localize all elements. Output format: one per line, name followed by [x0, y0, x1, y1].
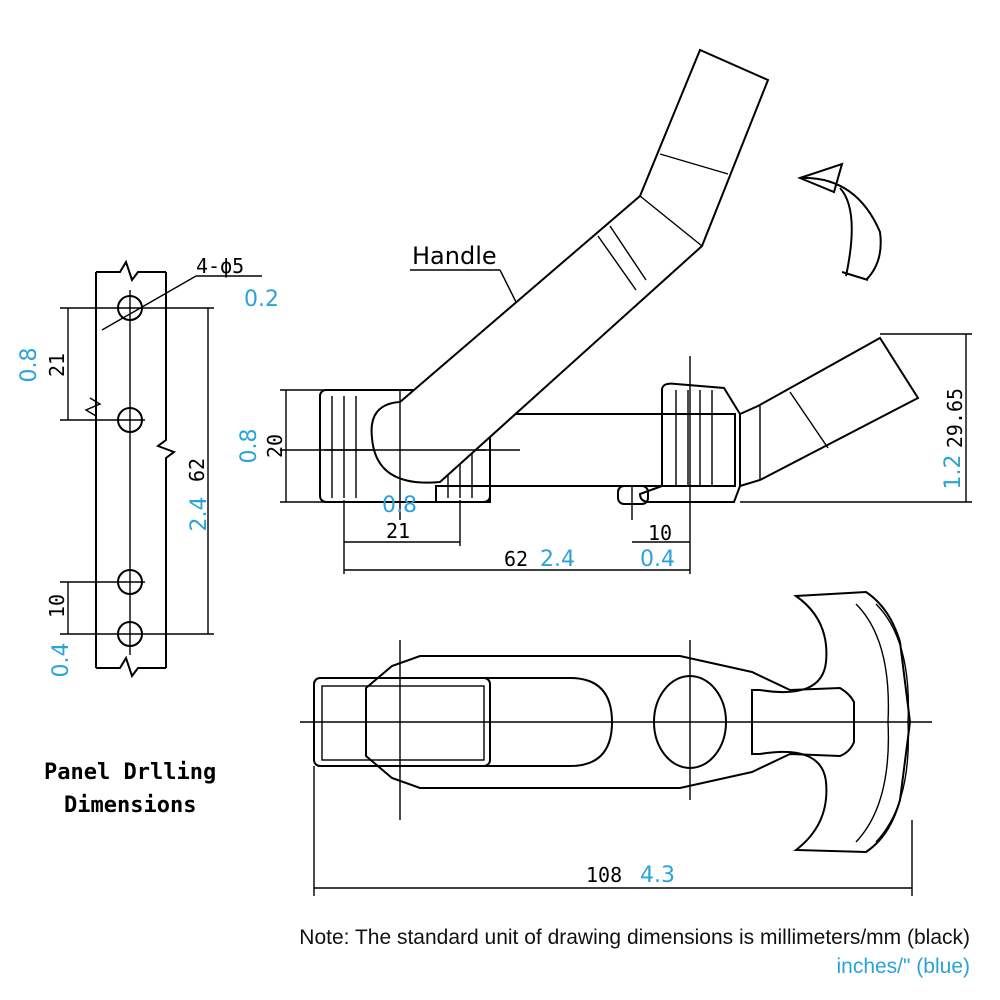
units-note-mm: Note: The standard unit of drawing dimen…	[299, 926, 970, 949]
dim-slot-width: 21	[386, 519, 410, 543]
hole-dia-inch: 0.2	[244, 287, 279, 312]
dim-overall-length-inch: 4.3	[640, 863, 675, 888]
dim-base-height-inch: 0.8	[237, 429, 262, 464]
units-note-inch: inches/" (blue)	[836, 955, 970, 978]
dim-hole-spacing-bottom-inch: 0.4	[49, 643, 74, 678]
dim-base-height: 20	[263, 434, 287, 458]
dim-overall-length: 108	[586, 863, 622, 887]
dim-hole-spacing-total-inch: 2.4	[187, 497, 212, 532]
latch-side-view	[280, 48, 972, 574]
dim-slot-width-inch: 0.8	[382, 493, 417, 518]
dim-hole-spacing-top: 21	[45, 353, 69, 377]
dim-base-length: 62	[504, 547, 528, 571]
dim-hole-spacing-bottom: 10	[45, 594, 69, 618]
dim-hole-spacing-total: 62	[185, 458, 209, 482]
panel-title-line1: Panel Drlling	[44, 760, 216, 785]
dim-hole-spacing-top-inch: 0.8	[17, 348, 42, 383]
dim-base-length-inch: 2.4	[540, 547, 575, 572]
dim-hook-offset: 10	[648, 521, 672, 545]
dim-overall-height: 29.65	[943, 388, 967, 448]
hole-spec-label: 4-ϕ5	[196, 254, 244, 278]
latch-top-view	[300, 590, 932, 896]
panel-drilling-view	[60, 259, 262, 679]
handle-label: Handle	[412, 242, 497, 270]
panel-title-line2: Dimensions	[64, 793, 196, 818]
dim-overall-height-inch: 1.2	[941, 455, 966, 490]
dim-hook-offset-inch: 0.4	[640, 547, 675, 572]
